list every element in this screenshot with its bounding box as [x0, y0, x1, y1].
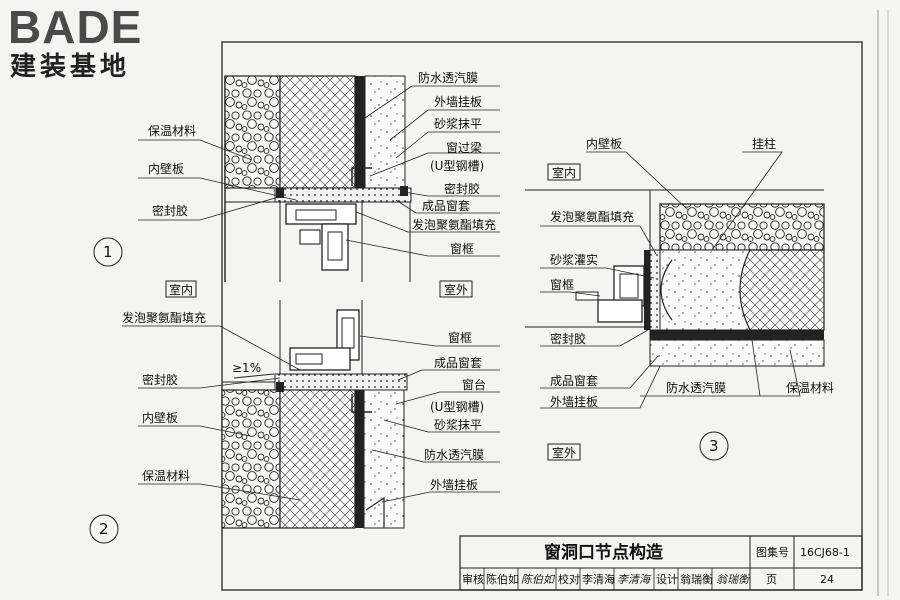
checker-signature: 李清海: [617, 573, 652, 586]
sheet-title: 窗洞口节点构造: [544, 542, 664, 563]
d3-label-l3: 密封胶: [550, 331, 586, 346]
d2-inner-panel: [279, 389, 356, 529]
d1-label-r1: 外墙挂板: [434, 95, 482, 109]
d1-vapor-membrane: [355, 76, 365, 188]
d3-post: [739, 249, 825, 331]
logo-subtitle: 建装基地: [10, 52, 131, 82]
d1-label-r6: 成品窗套: [422, 199, 470, 213]
reviewer-name: 陈伯如: [486, 572, 519, 586]
d1-insulation: [224, 75, 281, 189]
d2-label-l0: 发泡聚氨酯填充: [122, 310, 206, 325]
d2-label-l3: 保温材料: [142, 469, 190, 483]
d2-slope: ≥1%: [232, 361, 261, 375]
atlas-label: 图集号: [756, 545, 789, 559]
d1-label-r8: 窗框: [450, 242, 474, 256]
d3-room-out: 室外: [552, 445, 576, 460]
logo-brand: BADE: [8, 1, 143, 53]
d2-label-r1: 成品窗套: [434, 356, 482, 370]
d3-label-l0: 发泡聚氨酯填充: [550, 209, 634, 224]
d1-label-l1: 内壁板: [148, 161, 184, 176]
designer-signature: 翁瑞衡: [716, 573, 751, 586]
page-label: 页: [766, 573, 777, 586]
d3-cladding: [649, 339, 825, 367]
d2-label-l1: 密封胶: [142, 372, 178, 387]
d3-room-in: 室内: [552, 165, 576, 180]
detail-1: 防水透汽膜 外墙挂板 砂浆抹平 窗过梁 (U型钢槽) 密封胶 成品窗套 发泡聚氨…: [93, 70, 500, 282]
design-label: 设计: [656, 573, 678, 586]
d2-window-frame: [289, 309, 360, 371]
d3-label-b0: 防水透汽膜: [666, 380, 726, 395]
d1-inner-panel: [279, 75, 356, 189]
d3-label-l2: 窗框: [550, 278, 574, 292]
d2-vapor-membrane: [355, 390, 364, 528]
checker-name: 李清海: [582, 572, 615, 586]
page-number: 24: [820, 573, 834, 586]
d1-label-r5: 密封胶: [444, 181, 480, 196]
d2-label-r5: 防水透汽膜: [424, 447, 484, 462]
d2-room-out: 室外: [444, 282, 468, 297]
d2-label-l2: 内壁板: [142, 410, 178, 425]
review-label: 审核: [462, 572, 484, 586]
designer-name: 翁瑞衡: [680, 572, 713, 586]
d1-label-r2: 砂浆抹平: [434, 116, 482, 131]
d1-label-r0: 防水透汽膜: [418, 70, 478, 85]
d1-cladding: [364, 75, 406, 195]
d3-label-l4: 成品窗套: [550, 374, 598, 388]
d2-label-r3: (U型钢槽): [430, 400, 484, 414]
d2-trim: [274, 373, 408, 391]
d1-label-l2: 密封胶: [152, 203, 188, 218]
d1-label-l0: 保温材料: [148, 124, 196, 138]
d3-number: 3: [709, 437, 719, 455]
d3-label-t0: 内壁板: [586, 136, 622, 151]
detail-3: 室内 室外: [525, 136, 834, 461]
d1-label-r4: (U型钢槽): [430, 159, 484, 173]
check-label: 校对: [558, 572, 580, 586]
detail-2: 室内 室外 ≥1%: [89, 280, 500, 544]
d1-label-r3: 窗过梁: [446, 140, 482, 155]
d3-label-t1: 挂柱: [752, 136, 776, 151]
d1-label-r7: 发泡聚氨酯填充: [412, 217, 496, 232]
d2-label-r6: 外墙挂板: [430, 478, 478, 492]
atlas-number: 16CJ68-1: [800, 546, 850, 559]
d3-vapor-membrane: [650, 330, 824, 340]
d2-label-r4: 砂浆抹平: [434, 417, 482, 432]
d2-label-r0: 窗框: [448, 331, 472, 345]
d2-number: 2: [99, 520, 109, 538]
d3-label-l5: 外墙挂板: [550, 395, 598, 409]
d1-number: 1: [103, 243, 113, 261]
d3-window-frame: [575, 265, 645, 323]
d3-insulation: [659, 203, 825, 251]
d2-insulation: [221, 389, 281, 529]
d3-label-b1: 保温材料: [786, 381, 834, 395]
d3-label-l1: 砂浆灌实: [550, 252, 598, 267]
d2-room-in: 室内: [169, 282, 193, 297]
title-block: 窗洞口节点构造 图集号 16CJ68-1 审核 陈伯如 陈伯如 校对 李清海 李…: [459, 535, 863, 591]
reviewer-signature: 陈伯如: [521, 573, 556, 586]
d2-label-r2: 窗台: [462, 377, 486, 392]
bade-logo: BADE 建装基地: [8, 4, 186, 86]
d1-window-frame: [285, 203, 357, 271]
